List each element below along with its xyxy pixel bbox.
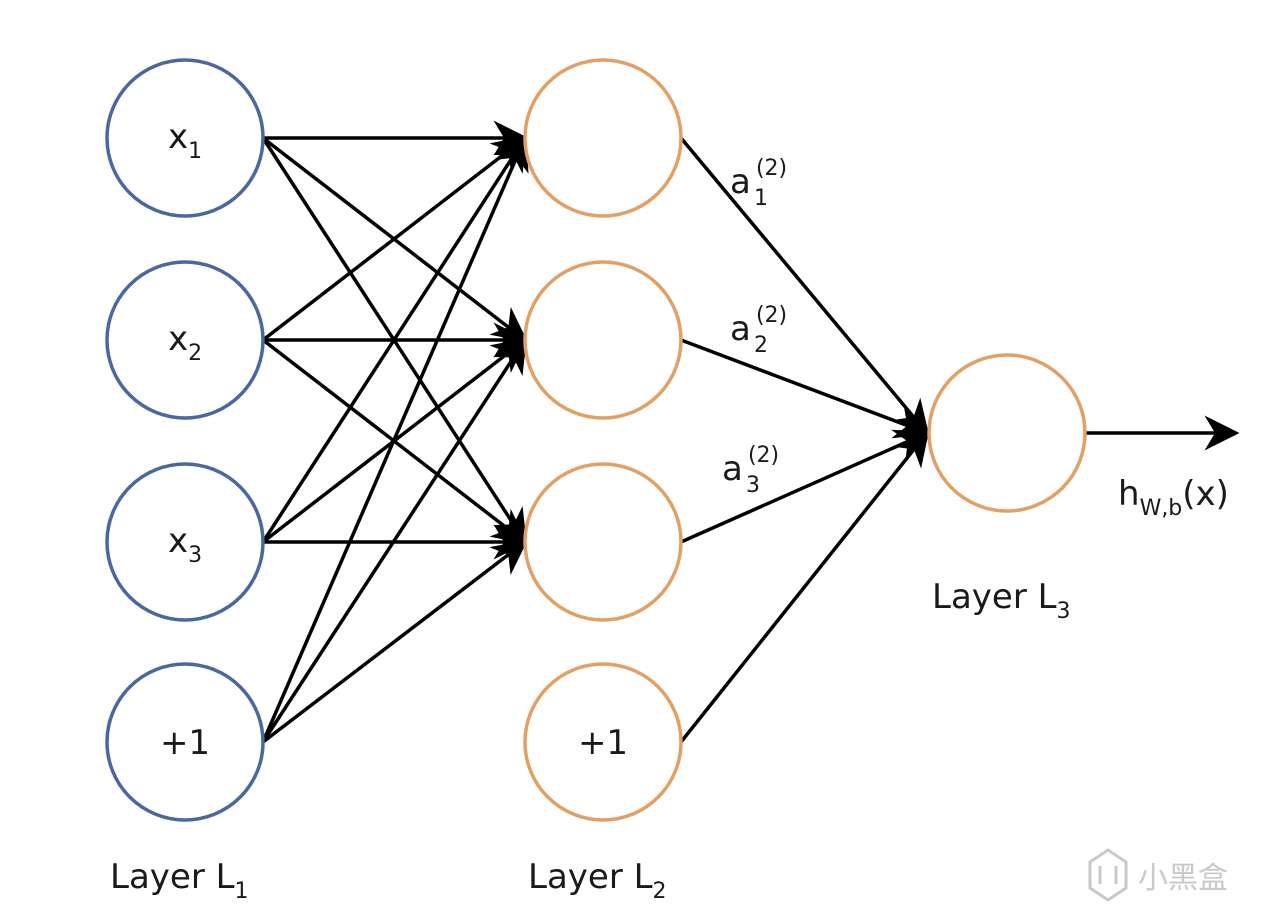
hidden-layer: +1 <box>523 58 683 822</box>
input-node-circle <box>105 58 265 218</box>
input-node-x3: x3 <box>105 462 265 622</box>
input-node-label: x1 <box>168 117 202 164</box>
hidden-node-2 <box>523 260 683 420</box>
activation-a1: a (2) 1 <box>730 156 792 211</box>
bias-label: +1 <box>160 723 210 763</box>
input-node-label: x3 <box>168 521 202 568</box>
edge-input-4-to-hidden-1 <box>261 134 529 743</box>
edge-hidden-4-to-output <box>679 430 930 744</box>
activation-a2: a (2) 2 <box>730 303 792 358</box>
output-node <box>927 353 1087 513</box>
activation-a3: a (2) 3 <box>722 443 784 498</box>
connections <box>261 120 1240 744</box>
layer-label-l1: Layer L1 <box>110 857 249 904</box>
input-node-bias: +1 <box>105 662 265 822</box>
input-node-circle <box>105 260 265 420</box>
hidden-node-bias: +1 <box>523 662 683 822</box>
hidden-node-1 <box>523 58 683 218</box>
input-node-x2: x2 <box>105 260 265 420</box>
edge-hidden-3-to-output <box>680 429 931 544</box>
input-node-x1: x1 <box>105 58 265 218</box>
activation-labels: a (2) 1 a (2) 2 a (2) 3 <box>722 156 792 498</box>
bias-label: +1 <box>578 723 628 763</box>
input-layer: x1 x2 x3 +1 <box>105 58 265 822</box>
input-node-label: x2 <box>168 319 202 366</box>
watermark: 小黑盒 <box>1088 848 1228 902</box>
input-node-circle <box>105 662 265 822</box>
layer-label-l3: Layer L3 <box>932 577 1071 624</box>
edge-input-2-to-hidden-1 <box>261 135 528 342</box>
layer-label-l2: Layer L2 <box>528 857 667 904</box>
watermark-logo-icon <box>1088 848 1128 902</box>
hidden-node-circle <box>523 662 683 822</box>
input-node-circle <box>105 462 265 622</box>
edge-hidden-2-to-output <box>680 338 931 439</box>
edge-hidden-1-to-output <box>679 136 930 436</box>
output-label: hW,b(x) <box>1118 474 1229 521</box>
edge-input-3-to-hidden-1 <box>261 135 527 543</box>
edge-input-4-to-hidden-2 <box>261 337 527 743</box>
hidden-node-3 <box>523 462 683 622</box>
edge-input-4-to-hidden-3 <box>261 539 528 744</box>
watermark-text: 小黑盒 <box>1138 861 1228 896</box>
